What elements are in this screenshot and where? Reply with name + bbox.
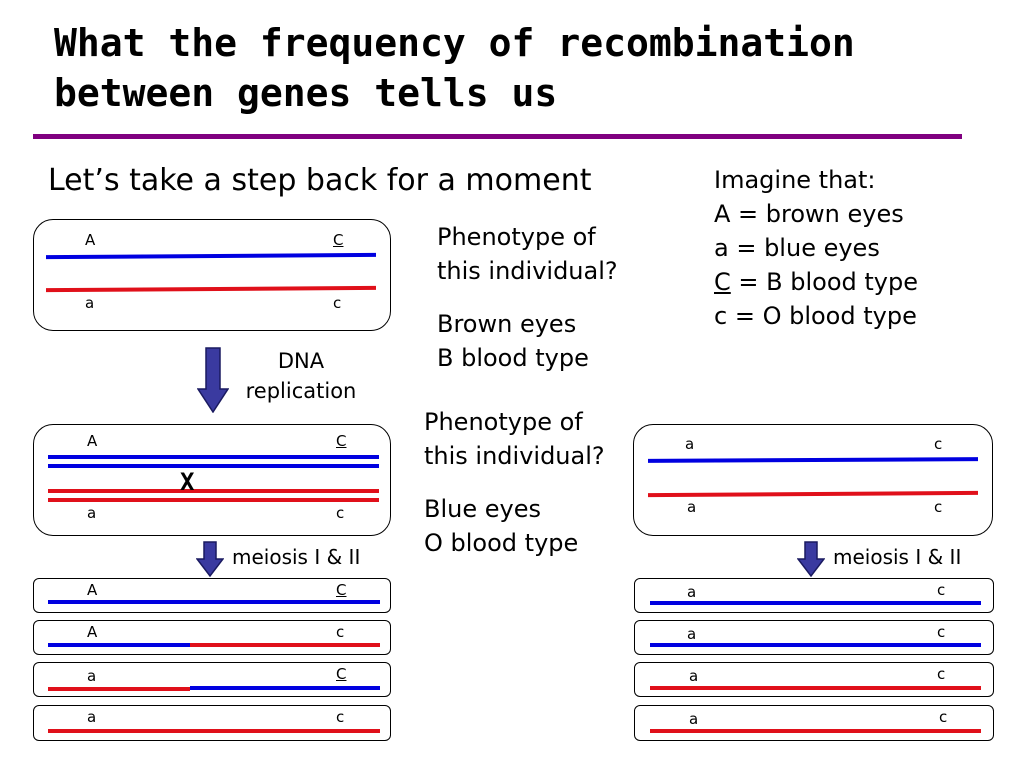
imagine-line-4: c = O blood type (714, 302, 917, 330)
title-divider (33, 134, 962, 139)
gamete-box: a c (634, 620, 994, 655)
blue-chromosome (45, 252, 377, 260)
blue-chromosome (48, 600, 380, 604)
imagine-key: Imagine that: A = brown eyes a = blue ey… (714, 163, 918, 333)
blue-chromosome (650, 601, 981, 605)
allele-label: a (685, 435, 695, 453)
imagine-allele-C: C (714, 268, 731, 296)
allele-label: A (87, 432, 98, 450)
allele-label: c (934, 498, 943, 516)
question-line: Phenotype of (424, 408, 583, 436)
gamete-box: a c (634, 705, 994, 741)
red-chromosome (650, 686, 981, 690)
gamete-box: a C (33, 662, 391, 697)
blue-chromosome (650, 643, 981, 647)
allele-label: a (689, 710, 699, 728)
allele-label: a (87, 708, 97, 726)
allele-label: c (336, 708, 345, 726)
red-chromatid (48, 489, 379, 493)
phenotype-question-1: Phenotype of this individual? (437, 220, 618, 288)
title-line-1: What the frequency of recombination (54, 21, 855, 65)
allele-label: c (934, 435, 943, 453)
phenotype-answer-1: Brown eyes B blood type (437, 307, 589, 375)
allele-label: c (336, 504, 345, 522)
allele-label: a (87, 667, 97, 685)
red-segment (48, 687, 190, 691)
answer-line: O blood type (424, 529, 579, 557)
answer-line: Blue eyes (424, 495, 541, 523)
allele-label: c (336, 623, 345, 641)
allele-label: a (87, 504, 97, 522)
replicated-chromosomes-box: A C a c (33, 424, 391, 536)
meiosis-label-left: meiosis I & II (232, 545, 361, 569)
allele-label: A (87, 623, 98, 641)
allele-label: c (937, 581, 946, 599)
down-arrow-icon (797, 541, 825, 577)
imagine-heading: Imagine that: (714, 166, 876, 194)
down-arrow-icon (197, 347, 229, 413)
allele-label: c (937, 623, 946, 641)
subtitle: Let’s take a step back for a moment (48, 163, 592, 198)
blue-chromosome (647, 457, 979, 463)
allele-label: a (687, 583, 697, 601)
gamete-box: a c (634, 578, 994, 613)
label-line: replication (245, 379, 357, 403)
allele-label: C (333, 231, 344, 249)
answer-line: Brown eyes (437, 310, 577, 338)
blue-chromatid (48, 455, 379, 459)
allele-label: a (687, 498, 697, 516)
allele-label: A (87, 581, 98, 599)
imagine-line-1: A = brown eyes (714, 200, 904, 228)
allele-label: c (939, 708, 948, 726)
allele-label: a (687, 625, 697, 643)
label-line: DNA (277, 349, 325, 373)
gamete-box: a c (33, 705, 391, 741)
blue-segment (190, 686, 380, 690)
question-line: this individual? (437, 257, 618, 285)
red-chromosome (647, 490, 979, 498)
phenotype-answer-2: Blue eyes O blood type (424, 492, 578, 560)
imagine-line-2: a = blue eyes (714, 234, 880, 262)
red-segment (190, 643, 380, 647)
gamete-box: a c (634, 662, 994, 697)
allele-label: a (689, 667, 699, 685)
chromosome-pair-box: A C a c (33, 219, 391, 331)
question-line: this individual? (424, 442, 605, 470)
allele-label: c (333, 294, 342, 312)
title-line-2: between genes tells us (54, 71, 558, 115)
allele-label: C (336, 432, 347, 450)
imagine-line-3-rest: = B blood type (730, 268, 918, 296)
meiosis-label-right: meiosis I & II (833, 545, 962, 569)
crossover-mark: X (180, 468, 195, 496)
red-chromosome (45, 285, 377, 293)
blue-chromatid (48, 464, 379, 468)
replication-label: DNA replication (236, 346, 366, 406)
page-title: What the frequency of recombination betw… (54, 18, 994, 118)
allele-label: a (85, 294, 95, 312)
question-line: Phenotype of (437, 223, 596, 251)
chromosome-pair-box-right: a c a c (633, 424, 993, 536)
red-chromatid (48, 498, 379, 502)
allele-label: C (336, 665, 347, 683)
phenotype-question-2: Phenotype of this individual? (424, 405, 605, 473)
allele-label: C (336, 581, 347, 599)
red-chromosome (48, 729, 380, 733)
gamete-box: A c (33, 620, 391, 655)
imagine-line-3: C = B blood type (714, 265, 918, 299)
down-arrow-icon (196, 541, 224, 577)
red-chromosome (650, 729, 981, 733)
allele-label: A (85, 231, 96, 249)
answer-line: B blood type (437, 344, 589, 372)
blue-segment (48, 643, 190, 647)
gamete-box: A C (33, 578, 391, 613)
allele-label: c (937, 665, 946, 683)
